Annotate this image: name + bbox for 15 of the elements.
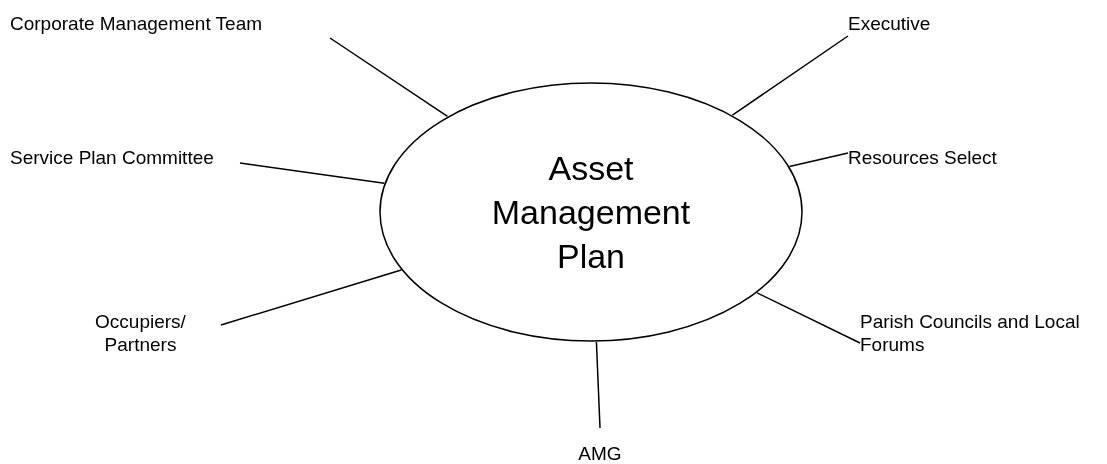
connector-line [756, 292, 861, 344]
connector-line [788, 152, 849, 168]
connector-line [220, 269, 402, 326]
connector-line [595, 341, 601, 429]
plan-title: Asset Management Plan [490, 148, 692, 277]
stakeholder-label: Occupiers/ Partners [95, 311, 186, 355]
stakeholder-label: Corporate Management Team [10, 13, 263, 34]
stakeholder-label: Executive [848, 13, 931, 34]
connector-line [731, 35, 849, 116]
connector-line [329, 37, 449, 118]
connector-line [239, 162, 386, 184]
stakeholder-label: Parish Councils and Local Forums [860, 311, 1080, 355]
stakeholder-label: Service Plan Committee [10, 147, 214, 168]
stakeholder-label: Resources Select [848, 147, 997, 168]
stakeholder-label: AMG [578, 443, 622, 464]
